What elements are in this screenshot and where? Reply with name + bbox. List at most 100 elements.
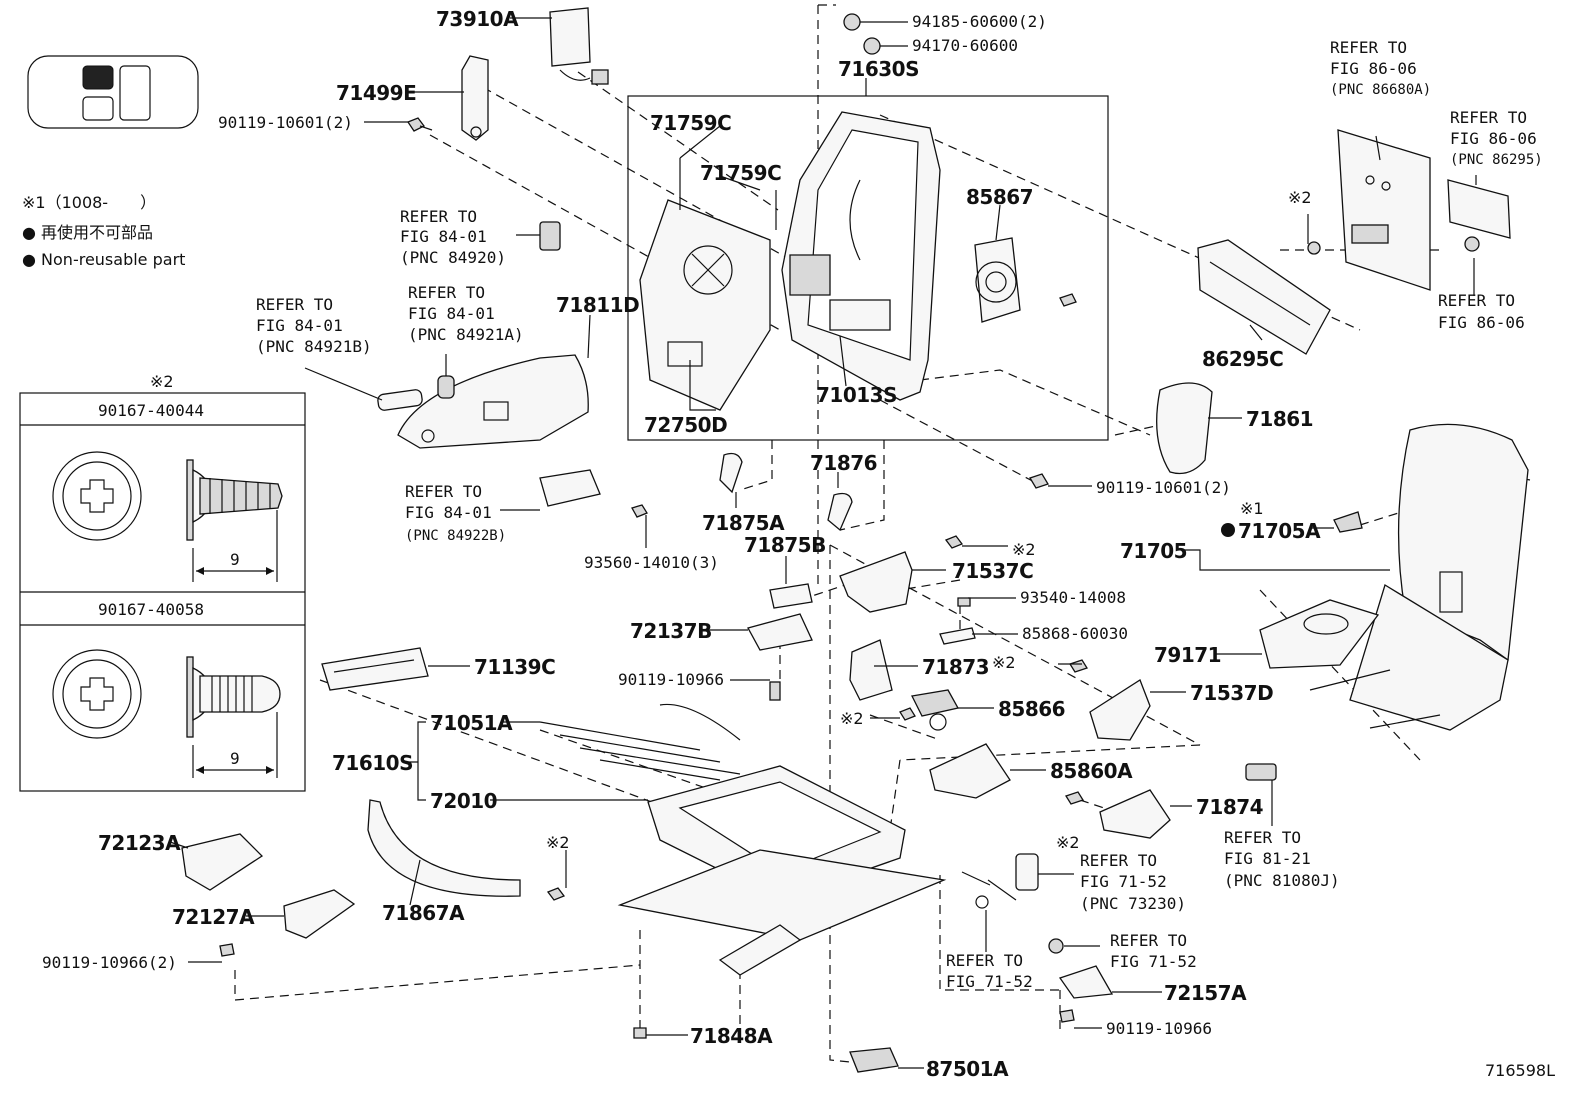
svg-text:(PNC 84921A): (PNC 84921A) <box>408 325 524 344</box>
svg-text:FIG 81-21: FIG 81-21 <box>1224 849 1311 868</box>
nut-94170-drawing <box>863 37 881 55</box>
svg-text:FIG 84-01: FIG 84-01 <box>408 304 495 323</box>
mark-71874: ※2 <box>1056 833 1080 852</box>
label-72010: 72010 <box>430 789 497 813</box>
part-84920-switch-drawing <box>539 221 561 251</box>
label-94170-60600: 94170-60600 <box>912 36 1018 55</box>
svg-text:REFER TO: REFER TO <box>946 951 1023 970</box>
part-71051A-wire-drawing <box>539 703 741 781</box>
clip-b-icon: 9 <box>52 649 281 778</box>
part-79171-drawing <box>1259 599 1441 729</box>
label-71811D: 71811D <box>556 293 639 317</box>
label-71139C: 71139C <box>474 655 555 679</box>
svg-text:REFER TO: REFER TO <box>1224 828 1301 847</box>
label-71759C-b: 71759C <box>700 161 781 185</box>
mark-71537D: ※2 <box>992 653 1016 672</box>
label-71705: 71705 <box>1120 539 1187 563</box>
label-85866: 85866 <box>998 697 1065 721</box>
part-93540-drawing <box>957 597 971 607</box>
svg-text:FIG 84-01: FIG 84-01 <box>400 227 487 246</box>
svg-text:FIG 86-06: FIG 86-06 <box>1438 313 1525 332</box>
label-71499E: 71499E <box>336 81 416 105</box>
label-71610S: 71610S <box>332 751 413 775</box>
part-71875A-drawing <box>719 452 743 494</box>
label-71875A: 71875A <box>702 511 785 535</box>
ref-84921B: REFER TO FIG 84-01 (PNC 84921B) <box>256 295 372 356</box>
label-71013S: 71013S <box>816 383 897 407</box>
ref-81080J: REFER TO FIG 81-21 (PNC 81080J) <box>1224 828 1340 890</box>
part-86295-plate-drawing <box>1447 179 1511 252</box>
label-79171: 79171 <box>1154 643 1221 667</box>
label-71874: 71874 <box>1196 795 1263 819</box>
legend-non-reusable-jp: ● 再使用不可部品 <box>22 223 153 242</box>
svg-text:REFER TO: REFER TO <box>1450 108 1527 127</box>
label-71876: 71876 <box>810 451 877 475</box>
svg-text:REFER TO: REFER TO <box>1080 851 1157 870</box>
label-90119-10966-a: 90119-10966 <box>618 670 724 689</box>
svg-text:REFER TO: REFER TO <box>1438 291 1515 310</box>
label-85868-60030: 85868-60030 <box>1022 624 1128 643</box>
part-73910A-drawing <box>549 7 609 85</box>
svg-text:(PNC 86680A): (PNC 86680A) <box>1330 82 1431 98</box>
part-71537D-drawing <box>1069 659 1151 741</box>
part-71537C-drawing <box>839 535 964 613</box>
part-72127A-drawing <box>283 889 356 939</box>
mark-85866: ※2 <box>840 709 864 728</box>
label-71861: 71861 <box>1246 407 1313 431</box>
inset-dim-b: 9 <box>230 749 240 768</box>
label-72137B: 72137B <box>630 619 712 643</box>
part-71499E-drawing <box>461 55 489 141</box>
part-85868-drawing <box>939 627 976 645</box>
label-73910A: 73910A <box>436 7 519 31</box>
label-71873: 71873 <box>922 655 989 679</box>
svg-text:(PNC 86295): (PNC 86295) <box>1450 152 1543 168</box>
label-85860A: 85860A <box>1050 759 1133 783</box>
ref-71-52-a: REFER TO FIG 71-52 <box>946 951 1033 991</box>
label-85867: 85867 <box>966 185 1033 209</box>
svg-text:FIG 71-52: FIG 71-52 <box>1080 872 1167 891</box>
part-72157A-drawing <box>1048 938 1114 1023</box>
inset-part-a: 90167-40044 <box>98 401 204 420</box>
svg-text:REFER TO: REFER TO <box>256 295 333 314</box>
ref-71-52-b: REFER TO FIG 71-52 <box>1110 931 1197 971</box>
fastener-inset: ※2 90167-40044 90167-40058 9 <box>19 372 306 792</box>
label-71867A: 71867A <box>382 901 465 925</box>
label-86295C: 86295C <box>1202 347 1283 371</box>
part-71861-drawing <box>1156 382 1213 475</box>
ref-86-06: REFER TO FIG 86-06 <box>1438 291 1525 332</box>
bolt-90119-10966-b-drawing <box>219 943 235 957</box>
part-71811D-drawing <box>397 354 589 449</box>
label-71875B: 71875B <box>744 533 826 557</box>
part-72750D-drawing <box>639 199 771 411</box>
svg-text:FIG 71-52: FIG 71-52 <box>946 972 1033 991</box>
label-90119-10601-b: 90119-10601(2) <box>1096 478 1231 497</box>
label-87501A: 87501A <box>926 1057 1009 1081</box>
bolt-90119-10601-a-drawing <box>407 117 433 132</box>
svg-text:REFER TO: REFER TO <box>405 482 482 501</box>
part-71013S-frame-drawing <box>781 111 941 401</box>
part-labels: 73910A 71499E 90119-10601(2) 94185-60600… <box>42 7 1555 1081</box>
part-71876-drawing <box>827 492 853 532</box>
part-71139C-drawing <box>321 647 429 691</box>
label-93560-14010: 93560-14010(3) <box>584 553 719 572</box>
non-reusable-marker <box>1221 523 1235 537</box>
label-72157A: 72157A <box>1164 981 1247 1005</box>
label-71537C: 71537C <box>952 559 1033 583</box>
label-71759C-a: 71759C <box>650 111 731 135</box>
label-71051A: 71051A <box>430 711 513 735</box>
label-90119-10966-c: 90119-10966 <box>1106 1019 1212 1038</box>
clip-a-icon: 9 <box>52 451 283 582</box>
inset-part-b: 90167-40058 <box>98 600 204 619</box>
label-72750D: 72750D <box>644 413 727 437</box>
svg-text:REFER TO: REFER TO <box>1330 38 1407 57</box>
part-85867-drawing <box>974 237 1077 323</box>
part-84921A-knob-drawing <box>437 375 455 399</box>
part-84921B-badge-drawing <box>377 389 423 411</box>
nut-94185-drawing <box>843 13 861 31</box>
ref-84922B: REFER TO FIG 84-01 (PNC 84922B) <box>405 482 506 544</box>
part-71873-drawing <box>849 639 893 701</box>
ref-86295: REFER TO FIG 86-06 (PNC 86295) <box>1450 108 1543 168</box>
seatback-group-box <box>627 95 1109 441</box>
part-73230-buckle-drawing <box>961 853 1039 909</box>
